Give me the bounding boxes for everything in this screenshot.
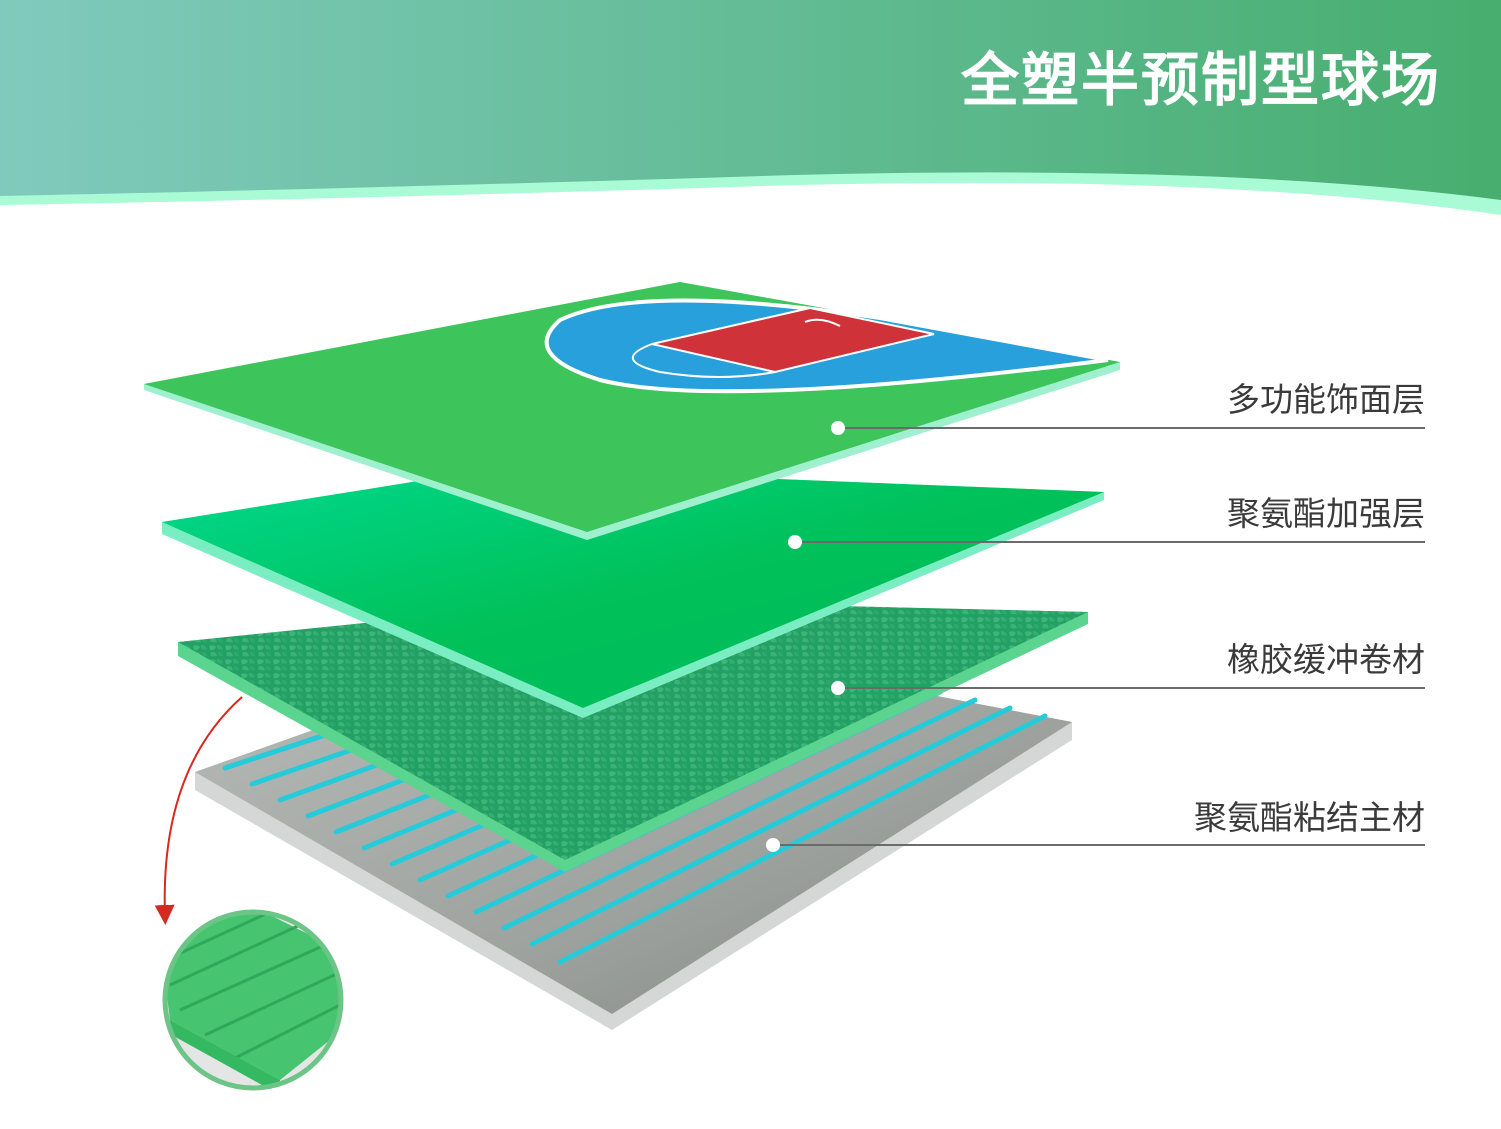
header-band	[0, 0, 1501, 215]
layer-surface-graphic	[144, 282, 1120, 540]
label-base-layer: 聚氨酯粘结主材	[1194, 798, 1425, 837]
label-cushion-layer: 橡胶缓冲卷材	[1227, 640, 1425, 679]
detail-magnifier	[162, 909, 344, 1091]
layer-cushion-graphic	[178, 600, 1088, 872]
callout-arrow	[154, 696, 243, 925]
leader-lines	[766, 421, 1425, 852]
layer-reinforcement-graphic	[162, 468, 1104, 718]
label-surface-layer: 多功能饰面层	[1227, 380, 1425, 419]
page-title: 全塑半预制型球场	[960, 46, 1441, 114]
label-reinforcement-layer: 聚氨酯加强层	[1227, 494, 1425, 533]
